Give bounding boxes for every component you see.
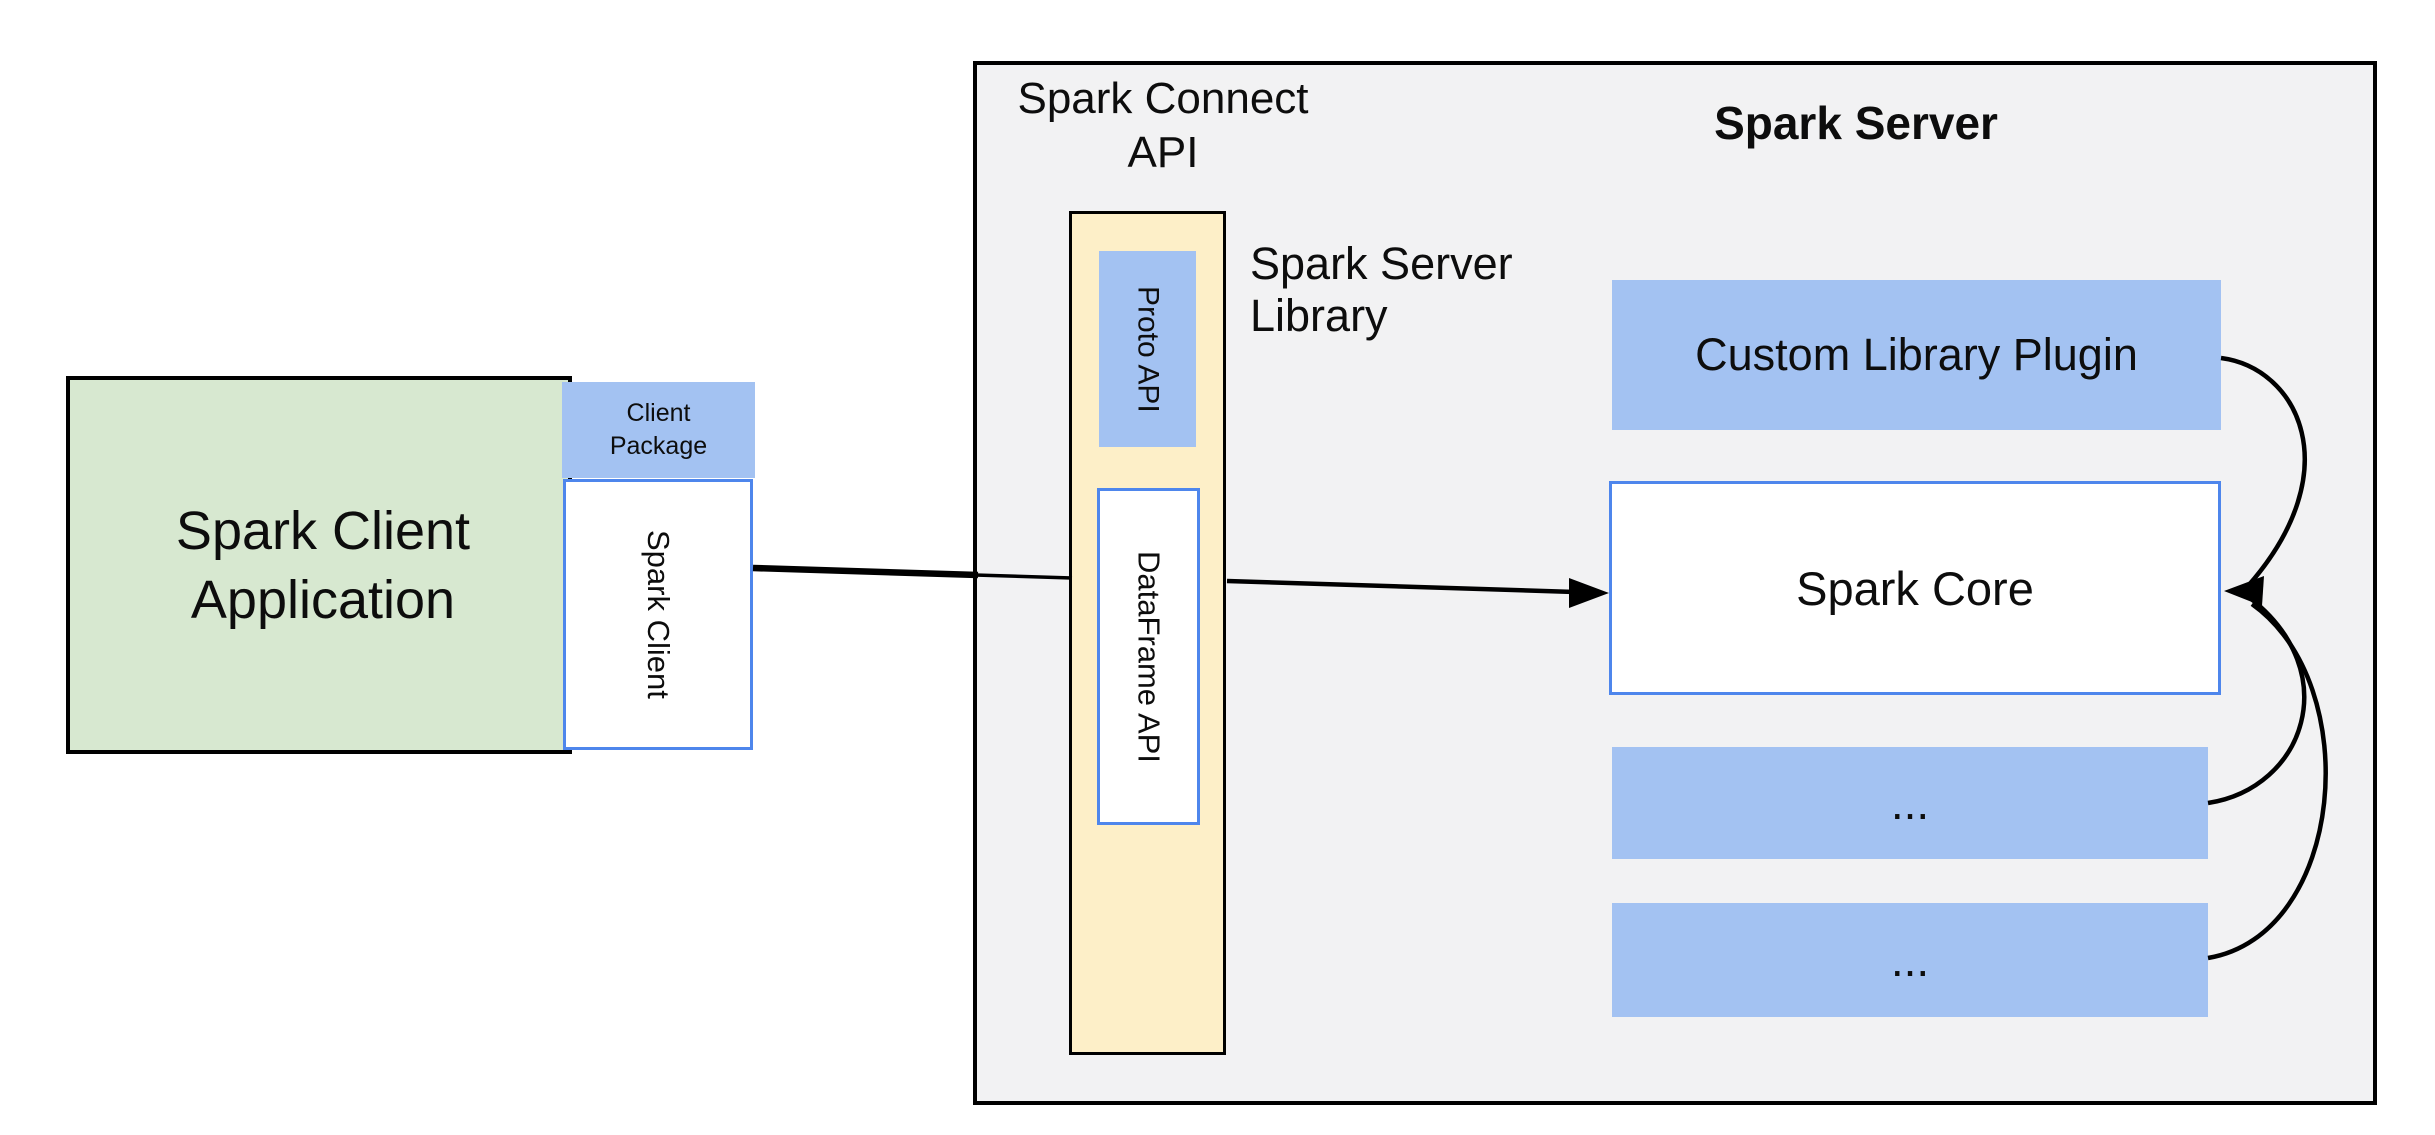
spark-server-library-label-line2: Library bbox=[1250, 290, 1388, 341]
spark-server-library-label: Spark Server Library bbox=[1250, 238, 1513, 342]
spark-core-label: Spark Core bbox=[1796, 561, 2034, 615]
spark-client-application-label-line2: Application bbox=[190, 570, 456, 630]
spark-client-application-label-line1: Spark Client bbox=[175, 501, 471, 561]
spark-server-title: Spark Server bbox=[1714, 97, 1998, 149]
spark-connect-api-title-line1: Spark Connect bbox=[1017, 74, 1309, 123]
client-package-label-line2: Package bbox=[609, 432, 708, 460]
client-package-box: Client Package bbox=[562, 382, 755, 478]
spark-client-application-box bbox=[66, 376, 572, 754]
spark-client-application-label: Spark Client Application bbox=[68, 497, 578, 635]
spark-client-label: Spark Client bbox=[641, 530, 676, 699]
spark-connect-api-title-line2: API bbox=[1127, 128, 1199, 177]
spark-connect-api-title: Spark Connect API bbox=[963, 72, 1363, 180]
spark-core-box: Spark Core bbox=[1609, 481, 2221, 695]
plugin-placeholder-1-label: ... bbox=[1890, 777, 1930, 829]
custom-library-plugin-label: Custom Library Plugin bbox=[1695, 329, 2138, 380]
spark-server-library-label-line1: Spark Server bbox=[1250, 238, 1513, 289]
custom-library-plugin-box: Custom Library Plugin bbox=[1612, 280, 2221, 430]
proto-api-label: Proto API bbox=[1131, 285, 1165, 413]
dataframe-api-label: DataFrame API bbox=[1131, 550, 1167, 763]
plugin-placeholder-box-1: ... bbox=[1612, 747, 2208, 859]
plugin-placeholder-box-2: ... bbox=[1612, 903, 2208, 1017]
proto-api-box: Proto API bbox=[1099, 251, 1196, 447]
plugin-placeholder-2-label: ... bbox=[1890, 934, 1930, 986]
spark-client-box: Spark Client bbox=[563, 479, 753, 750]
arrow-spark-client-to-server-thick bbox=[752, 564, 979, 579]
client-package-label-line1: Client bbox=[626, 399, 691, 427]
dataframe-api-box: DataFrame API bbox=[1097, 488, 1200, 825]
